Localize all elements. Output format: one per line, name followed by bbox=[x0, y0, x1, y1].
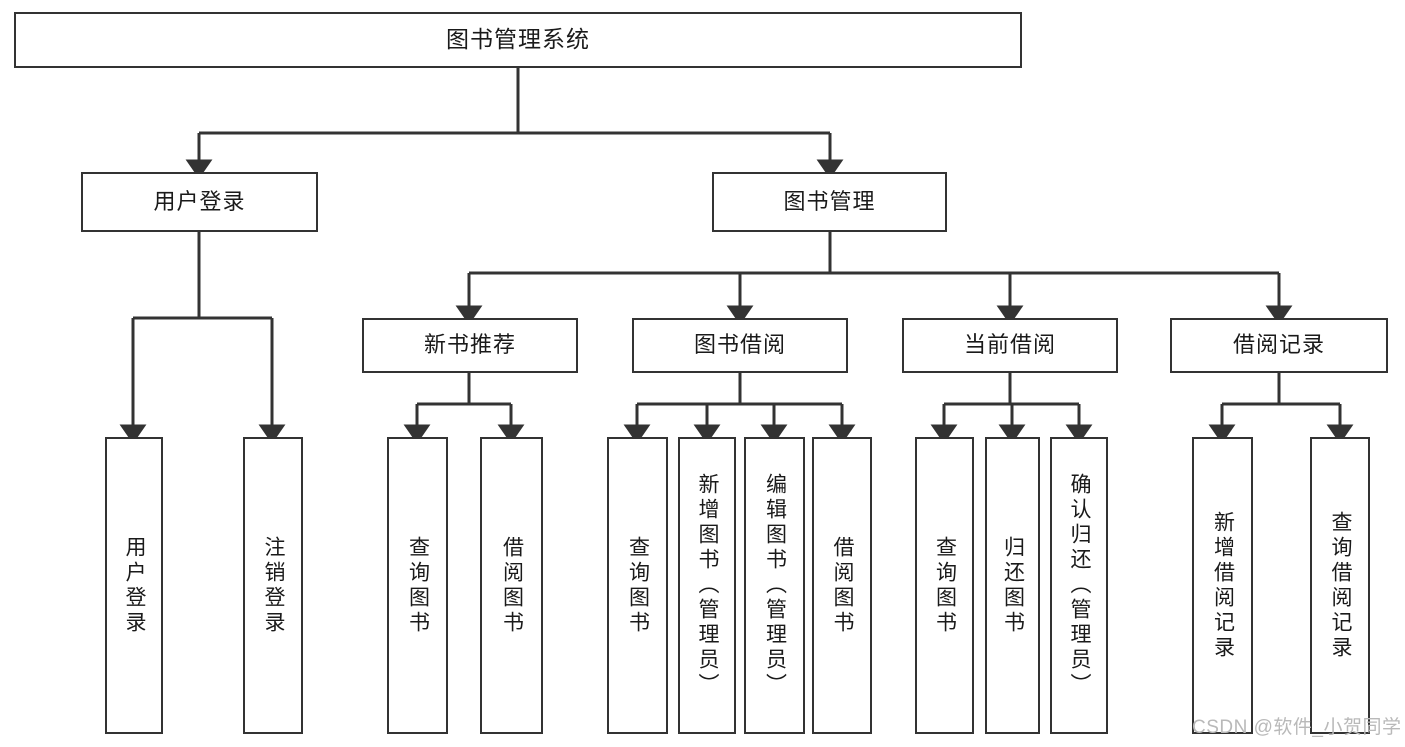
node-user-login-label: 用户登录 bbox=[153, 188, 246, 214]
leaf-query-borrow-record-label: 查询借阅记录 bbox=[1329, 510, 1353, 661]
leaf-borrow-book-recommend[interactable]: 借阅图书 bbox=[480, 437, 543, 734]
leaf-add-borrow-record[interactable]: 新增借阅记录 bbox=[1192, 437, 1253, 734]
node-new-book-recommend[interactable]: 新书推荐 bbox=[362, 318, 578, 373]
node-borrow-record-label: 借阅记录 bbox=[1232, 332, 1325, 358]
node-book-management-label: 图书管理 bbox=[783, 188, 876, 214]
node-book-management[interactable]: 图书管理 bbox=[712, 172, 947, 232]
leaf-confirm-return-admin[interactable]: 确认归还（管理员） bbox=[1050, 437, 1108, 734]
leaf-add-book-admin-label: 新增图书（管理员） bbox=[696, 473, 720, 698]
leaf-borrow-book-recommend-label: 借阅图书 bbox=[500, 535, 524, 636]
leaf-borrow-book[interactable]: 借阅图书 bbox=[812, 437, 872, 734]
leaf-return-book[interactable]: 归还图书 bbox=[985, 437, 1040, 734]
node-root-label: 图书管理系统 bbox=[446, 26, 590, 53]
node-book-borrow-label: 图书借阅 bbox=[693, 332, 786, 358]
leaf-query-book-borrow-label: 查询图书 bbox=[626, 535, 650, 636]
leaf-query-book-recommend-label: 查询图书 bbox=[406, 535, 430, 636]
leaf-confirm-return-admin-label: 确认归还（管理员） bbox=[1068, 473, 1092, 698]
leaf-borrow-book-label: 借阅图书 bbox=[831, 535, 855, 636]
leaf-add-borrow-record-label: 新增借阅记录 bbox=[1211, 510, 1235, 661]
leaf-query-book-borrow[interactable]: 查询图书 bbox=[607, 437, 668, 734]
leaf-user-login[interactable]: 用户登录 bbox=[105, 437, 163, 734]
leaf-query-book-current[interactable]: 查询图书 bbox=[915, 437, 974, 734]
node-borrow-record[interactable]: 借阅记录 bbox=[1170, 318, 1388, 373]
node-current-borrow[interactable]: 当前借阅 bbox=[902, 318, 1118, 373]
node-user-login[interactable]: 用户登录 bbox=[81, 172, 318, 232]
leaf-edit-book-admin[interactable]: 编辑图书（管理员） bbox=[744, 437, 805, 734]
leaf-query-borrow-record[interactable]: 查询借阅记录 bbox=[1310, 437, 1370, 734]
leaf-query-book-current-label: 查询图书 bbox=[933, 535, 957, 636]
leaf-return-book-label: 归还图书 bbox=[1001, 535, 1025, 636]
leaf-edit-book-admin-label: 编辑图书（管理员） bbox=[763, 473, 787, 698]
leaf-logout-label: 注销登录 bbox=[262, 535, 286, 636]
node-new-book-recommend-label: 新书推荐 bbox=[423, 332, 516, 358]
node-current-borrow-label: 当前借阅 bbox=[963, 332, 1056, 358]
leaf-user-login-label: 用户登录 bbox=[123, 535, 147, 636]
leaf-query-book-recommend[interactable]: 查询图书 bbox=[387, 437, 448, 734]
leaf-logout[interactable]: 注销登录 bbox=[243, 437, 303, 734]
leaf-add-book-admin[interactable]: 新增图书（管理员） bbox=[678, 437, 736, 734]
node-book-borrow[interactable]: 图书借阅 bbox=[632, 318, 848, 373]
csdn-watermark: CSDN @软件_小贺同学 bbox=[1192, 717, 1402, 738]
node-root[interactable]: 图书管理系统 bbox=[14, 12, 1022, 68]
